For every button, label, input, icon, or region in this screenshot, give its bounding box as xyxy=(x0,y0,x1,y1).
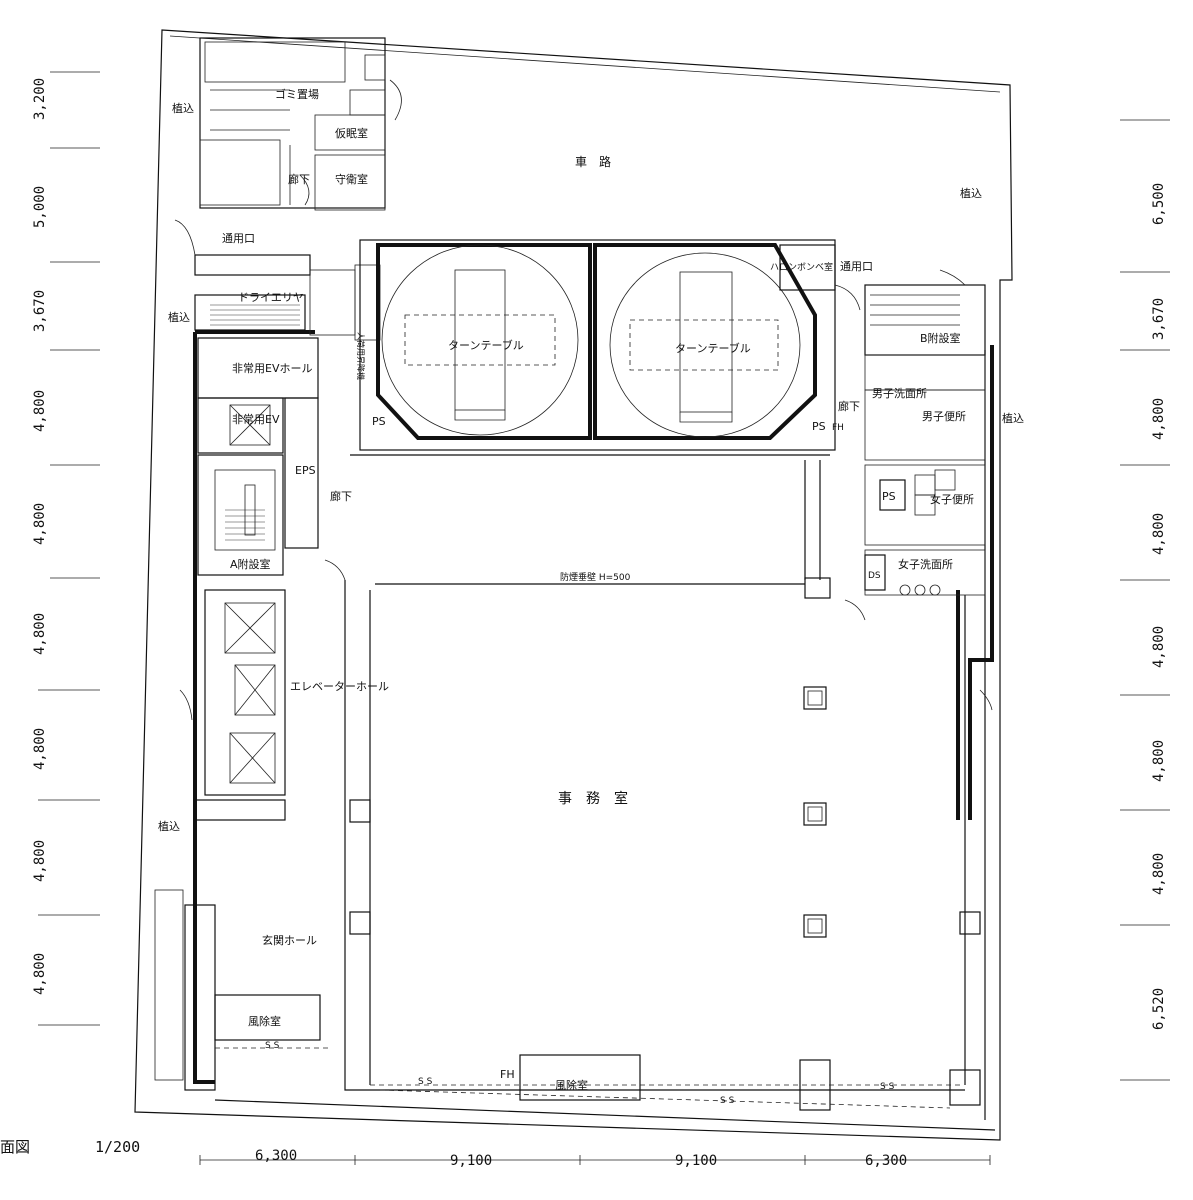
label-elevator-hall: エレベーターホール xyxy=(290,680,389,693)
label-emergency-ev-hall: 非常用EVホール xyxy=(232,362,312,375)
dim-right-1: 6,500 xyxy=(1151,183,1167,225)
service-block xyxy=(199,37,402,211)
label-ss-2: S S xyxy=(418,1077,433,1087)
label-mens-toilet: 男子便所 xyxy=(922,410,966,423)
label-womens-toilet: 女子便所 xyxy=(930,492,974,506)
dim-bottom-4: 6,300 xyxy=(865,1153,907,1169)
label-guard: 守衛室 xyxy=(335,172,368,186)
drawing-title: 面図 xyxy=(0,1138,30,1156)
label-fh-2: FH xyxy=(500,1068,515,1081)
label-corridor-3: 廊下 xyxy=(838,399,860,413)
dim-right-6: 4,800 xyxy=(1151,740,1167,782)
dim-right-7: 4,800 xyxy=(1151,853,1167,895)
label-planting-5: 植込 xyxy=(158,819,180,833)
dim-left-4: 4,800 xyxy=(32,390,48,432)
dimension-labels-right: 6,500 3,670 4,800 4,800 4,800 4,800 4,80… xyxy=(1151,183,1167,1030)
label-turntable-1: ターンテーブル xyxy=(448,338,524,352)
label-garbage: ゴミ置場 xyxy=(275,87,319,101)
dim-left-7: 4,800 xyxy=(32,728,48,770)
dim-left-9: 4,800 xyxy=(32,953,48,995)
right-service-block xyxy=(779,244,986,596)
label-rest: 仮眠室 xyxy=(335,126,368,140)
label-corridor-1: 廊下 xyxy=(288,172,310,186)
room-labels: ゴミ置場 植込 仮眠室 守衛室 廊下 通用口 車 路 植込 通用口 ドライエリヤ… xyxy=(158,87,1024,1106)
entrance-block xyxy=(154,889,981,1111)
dimension-lines-bottom xyxy=(199,1155,991,1165)
label-b-room: B附設室 xyxy=(920,331,961,345)
office-columns xyxy=(349,577,981,938)
dim-left-5: 4,800 xyxy=(32,503,48,545)
label-roadway: 車 路 xyxy=(575,154,611,169)
left-core xyxy=(194,337,319,821)
dim-right-3: 4,800 xyxy=(1151,398,1167,440)
dim-right-4: 4,800 xyxy=(1151,513,1167,555)
label-halon: ハロンボンベ室 xyxy=(770,261,833,273)
turntable-left xyxy=(376,243,592,440)
dim-left-8: 4,800 xyxy=(32,840,48,882)
dry-area-block xyxy=(194,254,381,341)
dim-right-5: 4,800 xyxy=(1151,626,1167,668)
label-dry-area: ドライエリヤ xyxy=(238,291,304,304)
label-office: 事 務 室 xyxy=(558,790,628,807)
label-ps-3: PS xyxy=(882,490,896,503)
label-womens-wash: 女子洗面所 xyxy=(898,557,953,571)
dim-left-1: 3,200 xyxy=(32,78,48,120)
label-a-room: A附設室 xyxy=(230,557,271,571)
dimension-lines-right xyxy=(1120,119,1170,1081)
label-eps: EPS xyxy=(295,464,316,477)
label-corridor-2: 廊下 xyxy=(330,489,352,503)
label-planting-3: 植込 xyxy=(168,310,190,324)
label-smoke-wall: 防煙垂壁 H=500 xyxy=(560,571,631,583)
label-ds: DS xyxy=(868,571,881,581)
dim-left-2: 5,000 xyxy=(32,186,48,228)
building-walls xyxy=(193,330,996,1131)
label-planting-1: 植込 xyxy=(172,101,194,115)
label-planting-4: 植込 xyxy=(1002,411,1024,425)
label-mens-wash: 男子洗面所 xyxy=(872,387,927,400)
label-emergency-ev: 非常用EV xyxy=(232,413,280,426)
dimension-labels-left: 3,200 5,000 3,670 4,800 4,800 4,800 4,80… xyxy=(32,78,48,995)
dim-bottom-2: 9,100 xyxy=(450,1153,492,1169)
label-windbreak-1: 風除室 xyxy=(248,1014,281,1028)
label-planting-2: 植込 xyxy=(960,186,982,200)
door-swings xyxy=(174,219,993,721)
label-windbreak-2: 風除室 xyxy=(555,1078,588,1092)
label-dedicated-ev: 人荷用昇降機 xyxy=(356,332,366,380)
dim-left-3: 3,670 xyxy=(32,290,48,332)
label-fh-1: FH xyxy=(832,423,844,433)
dim-bottom-3: 9,100 xyxy=(675,1153,717,1169)
dim-left-6: 4,800 xyxy=(32,613,48,655)
label-service-entrance-2: 通用口 xyxy=(840,260,873,273)
label-ss-1: S S xyxy=(265,1041,280,1051)
dim-bottom-1: 6,300 xyxy=(255,1148,297,1164)
label-entrance-hall: 玄関ホール xyxy=(262,933,317,947)
turntable-right xyxy=(593,243,817,440)
label-ss-3: S S xyxy=(720,1096,735,1106)
label-ss-4: S S xyxy=(880,1082,895,1092)
drawing-scale: 1/200 xyxy=(95,1138,140,1156)
dim-right-8: 6,520 xyxy=(1151,988,1167,1030)
label-ps-right: PS xyxy=(812,420,826,433)
label-turntable-2: ターンテーブル xyxy=(675,341,751,355)
turntable-enclosure xyxy=(359,239,836,451)
site-boundary xyxy=(134,29,1013,1141)
label-service-entrance-1: 通用口 xyxy=(222,232,255,245)
dimension-lines-left xyxy=(38,71,100,1026)
dim-right-2: 3,670 xyxy=(1151,298,1167,340)
label-ps-left: PS xyxy=(372,415,386,428)
dimension-labels-bottom: 6,300 9,100 9,100 6,300 xyxy=(255,1148,907,1169)
